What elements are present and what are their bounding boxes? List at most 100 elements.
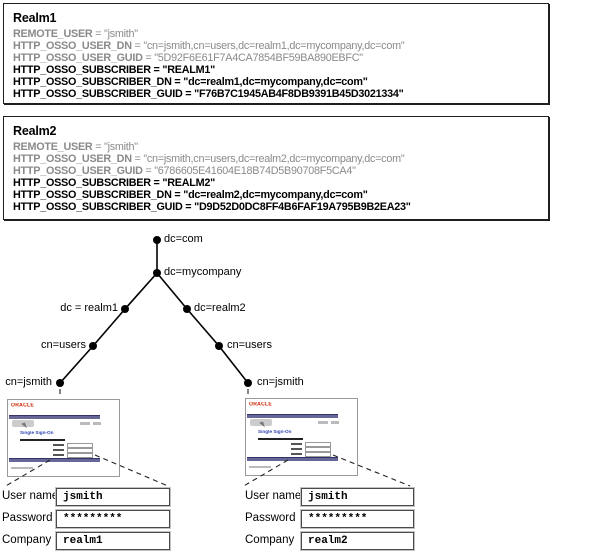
company-input[interactable] bbox=[301, 532, 414, 550]
footer-link-line bbox=[11, 467, 33, 469]
env-var-name: HTTP_OSSO_SUBSCRIBER bbox=[13, 176, 151, 189]
tree-node-label-dc-realm1: dc = realm1 bbox=[60, 302, 118, 314]
password-label: Password bbox=[2, 512, 53, 524]
mini-field-box bbox=[305, 451, 331, 457]
oracle-logo: ORACLE bbox=[11, 403, 35, 409]
username-field-frame bbox=[55, 487, 171, 507]
password-label: Password bbox=[245, 512, 296, 524]
username-field-frame bbox=[300, 487, 415, 507]
env-var-name: HTTP_OSSO_USER_GUID bbox=[13, 164, 143, 177]
env-var-line: HTTP_OSSO_USER_DN = "cn=jsmith,cn=users,… bbox=[13, 152, 544, 166]
tree-node-label-dc-realm2: dc=realm2 bbox=[194, 302, 246, 314]
username-input[interactable] bbox=[301, 488, 414, 506]
browser-thumbnail-realm2: ORACLE Single Sign-On bbox=[245, 398, 358, 476]
tree-node-label-cn-jsmith-left: cn=jsmith bbox=[5, 376, 52, 388]
equals-separator: = bbox=[131, 152, 144, 165]
env-var-name: REMOTE_USER bbox=[13, 141, 93, 153]
tree-node-label-cn-jsmith-right: cn=jsmith bbox=[257, 376, 304, 388]
env-var-line: HTTP_OSSO_SUBSCRIBER = "REALM1" bbox=[13, 63, 544, 77]
tree-node-dot-cn-users-left bbox=[89, 342, 97, 350]
tree-node-label-cn-users-left: cn=users bbox=[41, 339, 86, 351]
env-var-line: HTTP_OSSO_SUBSCRIBER_GUID = "F76B7C1945A… bbox=[13, 87, 544, 101]
username-input[interactable] bbox=[56, 488, 170, 506]
env-var-name: HTTP_OSSO_SUBSCRIBER_DN bbox=[13, 75, 172, 88]
realm1-env-box: Realm1 REMOTE_USER = "jsmith" HTTP_OSSO_… bbox=[3, 3, 549, 104]
equals-separator: = bbox=[171, 75, 184, 88]
realm1-title: Realm1 bbox=[13, 11, 57, 25]
tree-node-dot-dc-com bbox=[153, 236, 161, 244]
mini-field-box bbox=[67, 452, 93, 458]
toolbar-smudge bbox=[250, 419, 272, 426]
page-chip bbox=[80, 422, 90, 425]
env-var-value: "dc=realm1,dc=mycompany,dc=com" bbox=[183, 75, 368, 88]
password-field-frame bbox=[55, 509, 171, 529]
page-chip bbox=[93, 422, 101, 425]
env-var-value: "REALM1" bbox=[162, 63, 215, 76]
footer-link-line bbox=[249, 466, 271, 468]
mini-field-label-line bbox=[53, 449, 64, 451]
env-var-name: HTTP_OSSO_USER_GUID bbox=[13, 51, 143, 64]
tree-node-label-dc-com: dc=com bbox=[164, 233, 203, 245]
equals-separator: = bbox=[171, 188, 184, 201]
tree-node-dot-cn-jsmith-right bbox=[244, 379, 252, 387]
env-var-value: "6786605E41604E18B74D5B90708F5CA4" bbox=[154, 164, 356, 177]
env-var-name: HTTP_OSSO_SUBSCRIBER_DN bbox=[13, 188, 172, 201]
env-var-line: HTTP_OSSO_SUBSCRIBER = "REALM2" bbox=[13, 176, 544, 190]
company-label: Company bbox=[2, 534, 52, 546]
mini-field-row bbox=[291, 446, 336, 452]
env-var-line: REMOTE_USER = "jsmith" bbox=[13, 141, 544, 154]
mini-field-row bbox=[53, 442, 98, 448]
mini-field-box bbox=[305, 446, 331, 452]
env-var-value: "REALM2" bbox=[162, 176, 215, 189]
caption-text-line bbox=[20, 439, 65, 441]
mini-field-row bbox=[291, 451, 336, 457]
password-input[interactable] bbox=[56, 510, 170, 528]
sso-heading: Single Sign-On bbox=[258, 430, 292, 435]
footer-bar bbox=[9, 458, 100, 462]
nav-bar bbox=[9, 415, 100, 419]
env-var-name: HTTP_OSSO_SUBSCRIBER_GUID bbox=[13, 200, 183, 213]
sso-heading: Single Sign-On bbox=[20, 431, 54, 436]
mini-field-label-line bbox=[53, 454, 64, 456]
equals-separator: = bbox=[182, 87, 195, 100]
equals-separator: = bbox=[150, 176, 163, 189]
footer-bar bbox=[247, 457, 338, 461]
company-field-frame bbox=[300, 531, 415, 551]
page-chip bbox=[331, 421, 339, 424]
mini-field-row bbox=[53, 447, 98, 453]
env-var-name: HTTP_OSSO_USER_DN bbox=[13, 152, 132, 165]
mini-field-box bbox=[305, 441, 331, 447]
password-input[interactable] bbox=[301, 510, 414, 528]
env-var-value: "dc=realm2,dc=mycompany,dc=com" bbox=[183, 188, 368, 201]
mini-field-label-line bbox=[291, 443, 302, 445]
env-var-name: HTTP_OSSO_SUBSCRIBER bbox=[13, 63, 151, 76]
env-var-line: HTTP_OSSO_SUBSCRIBER_DN = "dc=realm2,dc=… bbox=[13, 188, 544, 202]
username-label: User name bbox=[245, 490, 302, 502]
mini-field-label-line bbox=[53, 444, 64, 446]
browser-thumbnail-realm1: ORACLE Single Sign-On bbox=[7, 399, 120, 477]
caption-text-line bbox=[258, 438, 303, 440]
realm2-title: Realm2 bbox=[13, 124, 57, 138]
env-var-value: "D9D52D0DC8FF4B6FAF19A795B9B2EA23" bbox=[194, 200, 411, 213]
env-var-value: "cn=jsmith,cn=users,dc=realm1,dc=mycompa… bbox=[143, 39, 405, 52]
tree-node-dot-dc-realm2 bbox=[183, 305, 191, 313]
env-var-line: HTTP_OSSO_SUBSCRIBER_DN = "dc=realm1,dc=… bbox=[13, 75, 544, 89]
mini-field-label-line bbox=[291, 448, 302, 450]
env-var-name: HTTP_OSSO_USER_DN bbox=[13, 39, 132, 52]
env-var-value: "jsmith" bbox=[104, 141, 138, 153]
mini-field-box bbox=[67, 442, 93, 448]
env-var-name: REMOTE_USER bbox=[13, 28, 93, 40]
env-var-value: "5D92F6E61F7A4CA7854BF59BA890EBFC" bbox=[154, 51, 363, 64]
tree-node-label-dc-mycompany: dc=mycompany bbox=[164, 266, 242, 278]
equals-separator: = bbox=[92, 28, 105, 40]
mini-field-box bbox=[67, 447, 93, 453]
equals-separator: = bbox=[131, 39, 144, 52]
company-input[interactable] bbox=[56, 532, 170, 550]
username-label: User name bbox=[2, 490, 59, 502]
mini-field-row bbox=[291, 441, 336, 447]
tree-edge bbox=[124, 272, 158, 310]
password-field-frame bbox=[300, 509, 415, 529]
oracle-logo: ORACLE bbox=[249, 402, 273, 408]
tree-node-dot-dc-realm1 bbox=[121, 305, 129, 313]
env-var-value: "cn=jsmith,cn=users,dc=realm2,dc=mycompa… bbox=[143, 152, 405, 165]
